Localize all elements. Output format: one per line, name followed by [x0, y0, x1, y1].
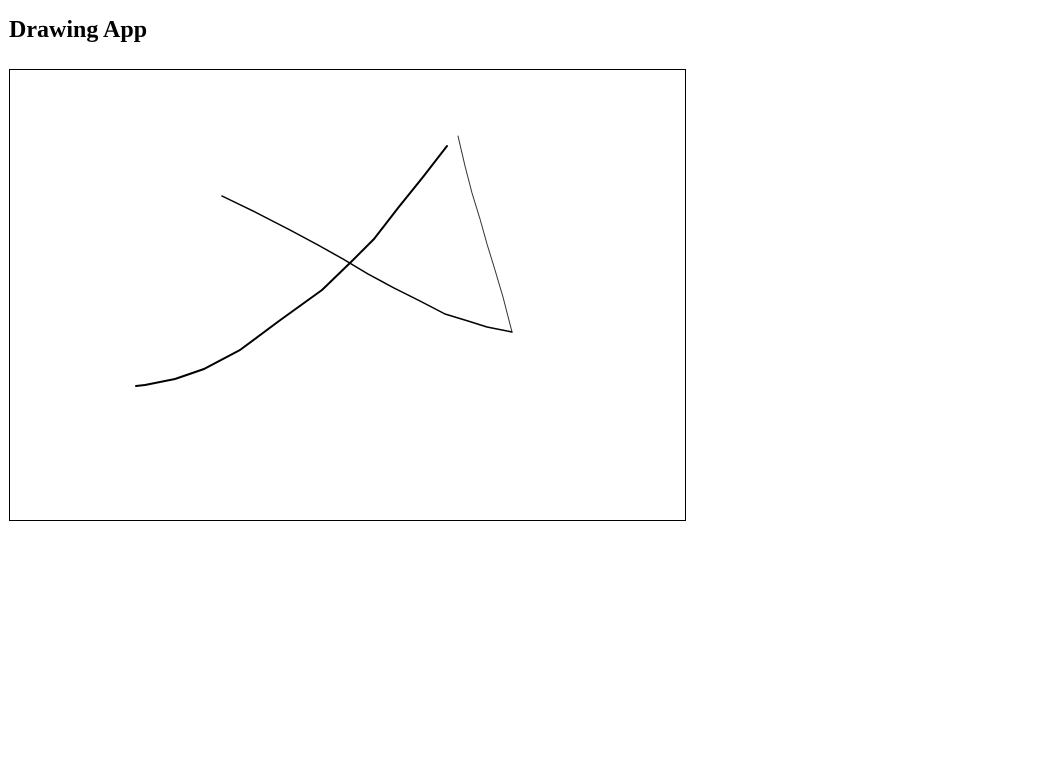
- drawn-stroke-thin: [457, 135, 513, 333]
- drawn-stroke-descending: [221, 195, 513, 333]
- page-title: Drawing App: [9, 17, 148, 43]
- drawing-canvas[interactable]: [9, 69, 686, 521]
- drawing-surface[interactable]: [10, 70, 685, 520]
- drawn-stroke-curve: [135, 145, 448, 387]
